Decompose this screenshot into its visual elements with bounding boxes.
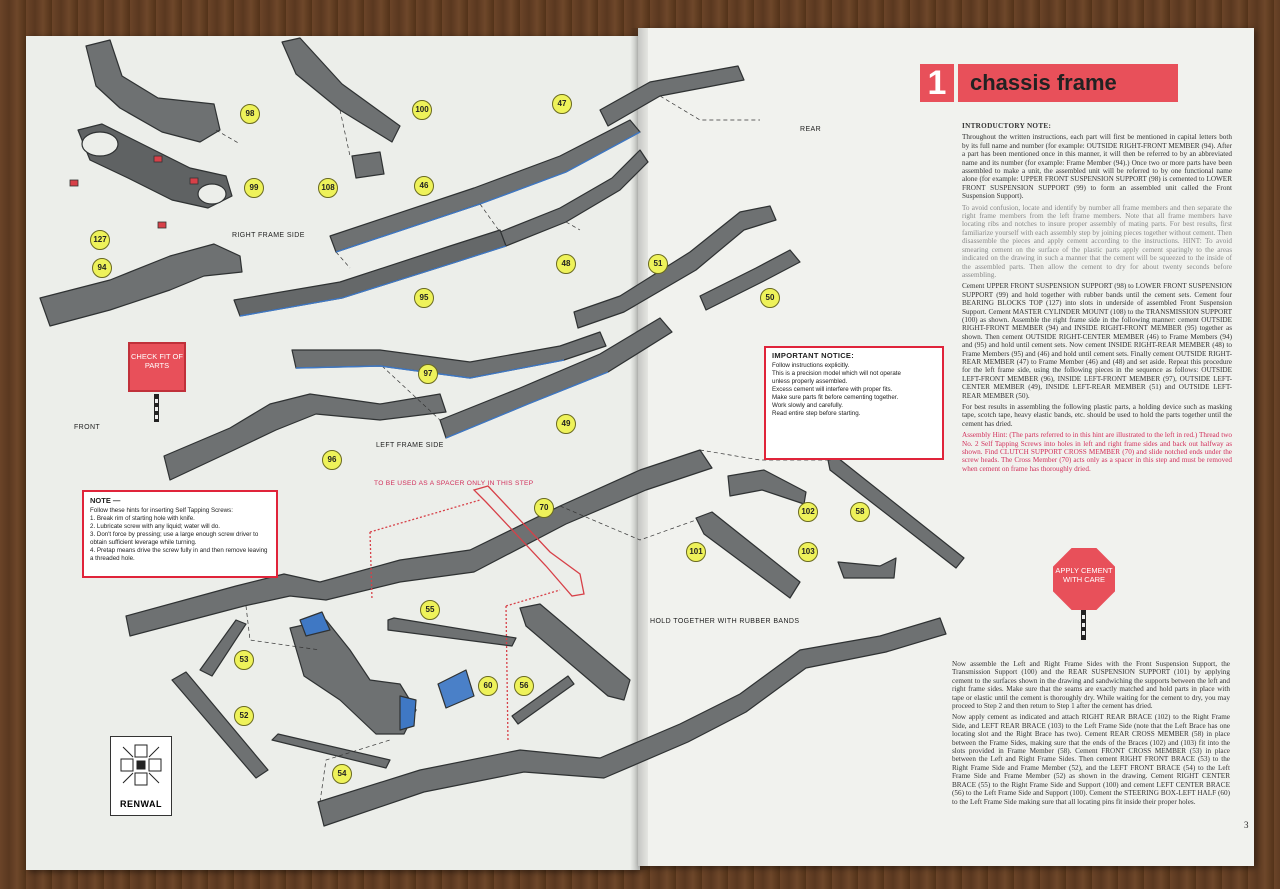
important-line: Excess cement will interfere with proper… [772,386,893,393]
important-line: Make sure parts fit before cementing tog… [772,394,899,401]
part-steering-shape [519,603,631,701]
part-98-shape [85,39,221,143]
important-notice-box: IMPORTANT NOTICE: Follow instructions ex… [764,346,944,460]
part-number-99: 99 [244,178,264,198]
important-line: Read entire step before starting. [772,410,861,417]
part-number-60: 60 [478,676,498,696]
note-intro: Follow these hints for inserting Self Ta… [90,507,233,514]
renwal-logo-mark [120,744,162,786]
part-51-shape [573,205,777,329]
left-frame-side-label: LEFT FRAME SIDE [376,442,444,449]
part-52-shape [171,671,269,779]
intro-paragraph: To avoid confusion, locate and identify … [962,203,1232,279]
renwal-logo-text: RENWAL [120,799,162,809]
check-sign-post [154,394,159,422]
part-94-shape [39,243,243,327]
part-number-101: 101 [686,542,706,562]
instructions-text-upper: INTRODUCTORY NOTE: Throughout the writte… [962,122,1232,476]
page-gutter [630,28,648,870]
step-number: 1 [920,64,954,102]
important-line: Follow instructions explicitly. [772,362,850,369]
part-48-shape [499,149,649,247]
part-101-shape [695,511,801,599]
assembled-frame-left [125,449,713,637]
apply-cement-sign: APPLY CEMENT WITH CARE [1053,548,1115,610]
step-paragraph: Cement UPPER FRONT SUSPENSION SUPPORT (9… [962,282,1232,400]
part-number-95: 95 [414,288,434,308]
part-number-103: 103 [798,542,818,562]
note-item: 2. Lubricate screw with any liquid; wate… [90,523,220,530]
part-number-52: 52 [234,706,254,726]
part-number-127: 127 [90,230,110,250]
part-number-48: 48 [556,254,576,274]
part-95-shape [233,229,507,317]
part-102-shape [727,469,807,505]
check-fit-sign: CHECK FIT OF PARTS [128,342,186,392]
part-103-shape [837,557,897,579]
part-number-47: 47 [552,94,572,114]
part-55-shape [387,617,517,647]
important-line: unless properly assembled. [772,378,848,385]
front-suspension-assembled [289,619,417,735]
assembled-frame-right [317,617,947,827]
part-number-46: 46 [414,176,434,196]
intro-paragraph: Throughout the written instructions, eac… [962,133,1232,201]
front-label: FRONT [74,424,101,431]
part-number-94: 94 [92,258,112,278]
page-title: chassis frame [958,64,1178,102]
part-70-shape [472,485,585,597]
note-item: 1. Break rim of starting hole with knife… [90,515,195,522]
renwal-logo: RENWAL [110,736,172,816]
important-heading: IMPORTANT NOTICE: [772,351,855,360]
part-53-shape [199,619,247,677]
rubber-bands-label: HOLD TOGETHER WITH RUBBER BANDS [650,618,800,625]
right-page [638,28,1254,866]
step-paragraph: Now apply cement as indicated and attach… [952,713,1230,806]
apply-sign-post [1081,610,1086,640]
part-100-shape [281,37,401,143]
note-heading: NOTE — [90,496,121,505]
step-paragraph: Now assemble the Left and Right Frame Si… [952,660,1230,711]
part-number-70: 70 [534,498,554,518]
part-number-96: 96 [322,450,342,470]
part-number-55: 55 [420,600,440,620]
part-number-102: 102 [798,502,818,522]
part-number-51: 51 [648,254,668,274]
page-number: 3 [1244,820,1249,830]
assembly-hint: Assembly Hint: (The parts referred to in… [962,431,1232,473]
part-46-shape [329,119,641,253]
part-number-49: 49 [556,414,576,434]
part-number-58: 58 [850,502,870,522]
part-number-53: 53 [234,650,254,670]
part-number-98: 98 [240,104,260,124]
part-58-shape [827,457,965,569]
rear-label: REAR [800,126,822,133]
part-108-shape [351,151,385,179]
instructions-text-lower: Now assemble the Left and Right Frame Si… [952,660,1230,809]
part-number-54: 54 [332,764,352,784]
part-54-shape [271,733,391,769]
part-number-108: 108 [318,178,338,198]
part-number-50: 50 [760,288,780,308]
important-line: Work slowly and carefully. [772,402,843,409]
intro-heading: INTRODUCTORY NOTE: [962,122,1052,130]
part-96-shape [163,393,447,481]
screw-note-box: NOTE — Follow these hints for inserting … [82,490,278,578]
part-number-100: 100 [412,100,432,120]
part-50-shape [699,249,801,311]
part-number-97: 97 [418,364,438,384]
part-number-56: 56 [514,676,534,696]
part-56-shape [511,675,575,725]
part-60-shape [437,669,475,709]
spacer-label: TO BE USED AS A SPACER ONLY IN THIS STEP [374,480,534,487]
note-item: 4. Pretap means drive the screw fully in… [90,547,268,562]
note-item: 3. Don't force by pressing; use a large … [90,531,259,546]
right-frame-side-label: RIGHT FRAME SIDE [232,232,305,239]
step-paragraph: For best results in assembling the follo… [962,403,1232,428]
important-line: This is a precision model which will not… [772,370,901,377]
part-47-shape [599,65,745,127]
